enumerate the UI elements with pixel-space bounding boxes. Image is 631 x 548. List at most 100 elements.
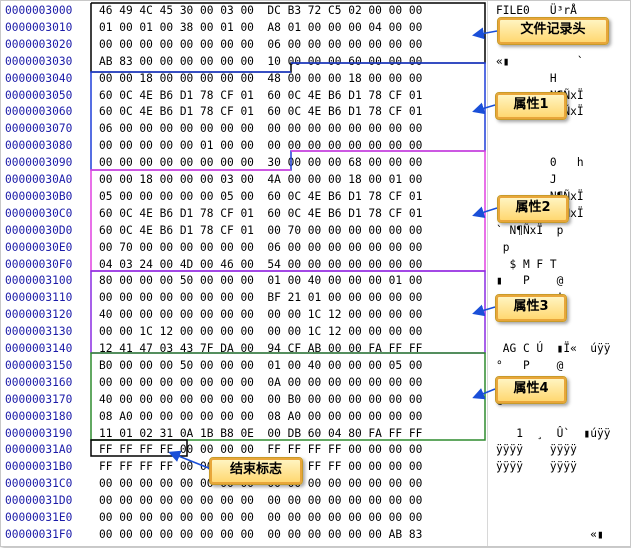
row-address: 00000030E0 xyxy=(5,240,73,254)
hex-row: 00000030E0 00 70 00 00 00 00 00 00 06 00 … xyxy=(5,240,625,255)
row-ascii[interactable]: «▮ xyxy=(496,527,604,541)
row-hex-bytes[interactable]: 00 00 00 00 00 00 00 00 00 00 00 00 00 0… xyxy=(99,527,423,541)
row-hex-bytes[interactable]: 60 0C 4E B6 D1 78 CF 01 60 0C 4E B6 D1 7… xyxy=(99,88,423,102)
row-ascii[interactable]: $ M F T xyxy=(496,257,557,271)
row-hex-bytes[interactable]: 05 00 00 00 00 00 05 00 60 0C 4E B6 D1 7… xyxy=(99,189,423,203)
row-hex-bytes[interactable]: 60 0C 4E B6 D1 78 CF 01 60 0C 4E B6 D1 7… xyxy=(99,206,423,220)
row-address: 0000003140 xyxy=(5,342,73,355)
row-hex-bytes[interactable]: 00 00 00 00 00 01 00 00 00 00 00 00 00 0… xyxy=(99,139,423,153)
hex-row: 00000030C0 60 0C 4E B6 D1 78 CF 01 60 0C … xyxy=(5,206,625,221)
row-address: 0000003040 xyxy=(5,71,73,85)
row-hex-bytes[interactable]: 40 00 00 00 00 00 00 00 00 00 1C 12 00 0… xyxy=(99,308,423,322)
row-address: 0000003110 xyxy=(5,291,73,305)
row-ascii[interactable]: p xyxy=(496,240,510,254)
end-marker-callout: 结束标志 xyxy=(209,457,303,485)
row-hex-bytes[interactable]: B0 00 00 00 50 00 00 00 01 00 40 00 00 0… xyxy=(99,358,423,372)
hex-row: 00000030F0 04 03 24 00 4D 00 46 00 54 00 … xyxy=(5,257,625,272)
row-address: 00000030C0 xyxy=(5,206,73,220)
row-hex-bytes[interactable]: 46 49 4C 45 30 00 03 00 DC B3 72 C5 02 0… xyxy=(99,4,423,17)
row-hex-bytes[interactable]: 06 00 00 00 00 00 00 00 00 00 00 00 00 0… xyxy=(99,122,423,136)
row-ascii[interactable]: 0 h xyxy=(496,156,584,170)
row-ascii[interactable]: AG C Ú ▮Ï« úÿÿ xyxy=(496,342,611,355)
header-callout: 文件记录头 xyxy=(497,17,609,45)
row-ascii[interactable]: «▮ ` xyxy=(496,54,584,68)
row-address: 0000003030 xyxy=(5,54,73,68)
header-region-outline xyxy=(90,2,486,73)
row-address: 00000030F0 xyxy=(5,257,73,271)
row-address: 0000003060 xyxy=(5,105,73,119)
attr2-callout: 属性2 xyxy=(497,195,569,223)
row-ascii[interactable]: J xyxy=(496,173,557,186)
row-hex-bytes[interactable]: 60 0C 4E B6 D1 78 CF 01 00 70 00 00 00 0… xyxy=(99,223,423,237)
row-hex-bytes[interactable]: 00 00 00 00 00 00 00 00 0A 00 00 00 00 0… xyxy=(99,375,423,389)
row-ascii[interactable]: ` N¶ÑxÏ p xyxy=(496,223,564,237)
row-ascii[interactable]: ° P @ xyxy=(496,358,564,372)
row-address: 00000031F0 xyxy=(5,527,73,541)
row-hex-bytes[interactable]: 00 00 18 00 00 00 03 00 4A 00 00 00 18 0… xyxy=(99,173,423,186)
hex-row: 0000003070 06 00 00 00 00 00 00 00 00 00 … xyxy=(5,121,625,136)
row-hex-bytes[interactable]: 11 01 02 31 0A 1B B8 0E 00 DB 60 04 80 F… xyxy=(99,426,423,440)
row-hex-bytes[interactable]: 00 00 00 00 00 00 00 00 00 00 00 00 00 0… xyxy=(99,511,423,524)
row-address: 00000031D0 xyxy=(5,494,73,508)
row-address: 0000003170 xyxy=(5,392,73,406)
row-hex-bytes[interactable]: 00 70 00 00 00 00 00 00 06 00 00 00 00 0… xyxy=(99,240,423,254)
row-address: 00000030D0 xyxy=(5,223,73,237)
row-ascii[interactable]: H xyxy=(496,71,557,85)
row-address: 0000003100 xyxy=(5,274,73,288)
attr2-region-outline xyxy=(90,150,486,272)
row-address: 0000003120 xyxy=(5,308,73,322)
end-marker-outline xyxy=(90,439,188,457)
hex-row: 0000003130 00 00 1C 12 00 00 00 00 00 00 … xyxy=(5,324,625,339)
row-hex-bytes[interactable]: 12 41 47 03 43 7F DA 00 94 CF AB 00 00 F… xyxy=(99,342,423,355)
hex-row: 00000031F0 00 00 00 00 00 00 00 00 00 00 … xyxy=(5,527,625,542)
row-hex-bytes[interactable]: 01 00 01 00 38 00 01 00 A8 01 00 00 00 0… xyxy=(99,20,423,34)
row-hex-bytes[interactable]: 00 00 00 00 00 00 00 00 00 00 00 00 00 0… xyxy=(99,494,423,508)
attr4-callout: 属性4 xyxy=(495,376,567,404)
row-hex-bytes[interactable]: AB 83 00 00 00 00 00 00 10 00 00 00 60 0… xyxy=(99,54,423,68)
row-ascii[interactable]: ▮ P @ xyxy=(496,274,564,288)
row-hex-bytes[interactable]: 00 00 18 00 00 00 00 00 48 00 00 00 18 0… xyxy=(99,71,423,85)
attr1-region-outline xyxy=(90,62,486,171)
row-address: 00000031B0 xyxy=(5,460,73,474)
row-hex-bytes[interactable]: 60 0C 4E B6 D1 78 CF 01 60 0C 4E B6 D1 7… xyxy=(99,105,423,119)
row-hex-bytes[interactable]: FF FF FF FF 00 00 00 00 FF FF FF FF 00 0… xyxy=(99,443,423,457)
hex-row: 00000031D0 00 00 00 00 00 00 00 00 00 00 … xyxy=(5,493,625,508)
row-address: 00000031A0 xyxy=(5,443,73,457)
row-address: 0000003090 xyxy=(5,156,73,170)
row-address: 0000003180 xyxy=(5,409,73,423)
row-ascii[interactable]: ÿÿÿÿ ÿÿÿÿ xyxy=(496,443,577,457)
row-ascii[interactable]: ÿÿÿÿ ÿÿÿÿ xyxy=(496,460,577,474)
row-address: 0000003150 xyxy=(5,358,73,372)
row-ascii[interactable]: FILE0 Ü³rÅ xyxy=(496,4,577,17)
ascii-separator xyxy=(487,1,488,546)
hex-row: 0000003110 00 00 00 00 00 00 00 00 BF 21 … xyxy=(5,290,625,305)
row-hex-bytes[interactable]: 00 00 00 00 00 00 00 00 30 00 00 00 68 0… xyxy=(99,156,423,170)
row-address: 0000003130 xyxy=(5,325,73,339)
row-ascii[interactable]: 1 ¸ Û` ▮úÿÿ xyxy=(496,426,611,440)
row-address: 0000003020 xyxy=(5,37,73,51)
row-hex-bytes[interactable]: 00 00 1C 12 00 00 00 00 00 00 1C 12 00 0… xyxy=(99,325,423,339)
row-hex-bytes[interactable]: 00 00 00 00 00 00 00 00 BF 21 01 00 00 0… xyxy=(99,291,423,305)
hex-row: 00000030D0 60 0C 4E B6 D1 78 CF 01 00 70 … xyxy=(5,223,625,238)
row-hex-bytes[interactable]: 40 00 00 00 00 00 00 00 00 B0 00 00 00 0… xyxy=(99,392,423,406)
hex-row: 0000003150 B0 00 00 00 50 00 00 00 01 00 … xyxy=(5,358,625,373)
row-address: 00000031C0 xyxy=(5,477,73,491)
row-address: 0000003070 xyxy=(5,122,73,136)
hex-row: 00000031A0 FF FF FF FF 00 00 00 00 FF FF … xyxy=(5,442,625,457)
row-hex-bytes[interactable]: 04 03 24 00 4D 00 46 00 54 00 00 00 00 0… xyxy=(99,257,423,271)
attr4-region-outline xyxy=(90,352,486,441)
row-address: 00000030A0 xyxy=(5,173,73,186)
row-hex-bytes[interactable]: 00 00 00 00 00 00 00 00 06 00 00 00 00 0… xyxy=(99,37,423,51)
row-hex-bytes[interactable]: 80 00 00 00 50 00 00 00 01 00 40 00 00 0… xyxy=(99,274,423,288)
row-hex-bytes[interactable]: 08 A0 00 00 00 00 00 00 08 A0 00 00 00 0… xyxy=(99,409,423,423)
